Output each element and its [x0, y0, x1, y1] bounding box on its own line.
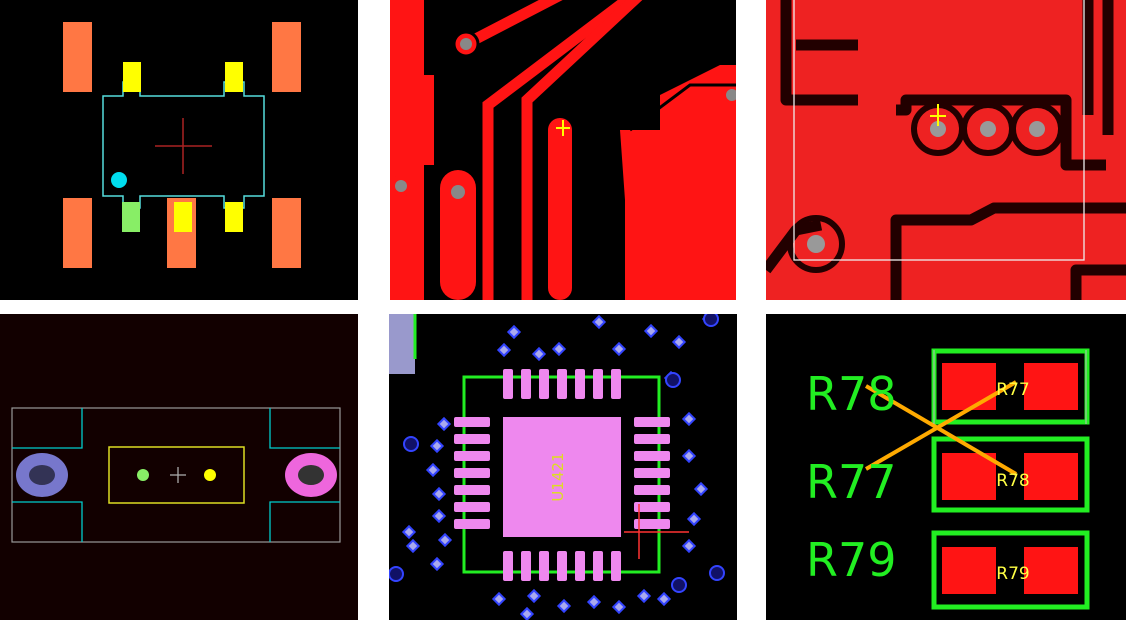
- qfn-pad-top: [575, 369, 585, 399]
- via: [405, 538, 421, 554]
- via: [656, 591, 672, 607]
- qfn-pad-top: [611, 369, 621, 399]
- via: [437, 532, 453, 548]
- via: [693, 481, 709, 497]
- qfn-pad-left: [454, 417, 490, 427]
- qfn-pad-bottom: [539, 551, 549, 581]
- qfn-pad-left: [454, 451, 490, 461]
- via: [611, 599, 627, 615]
- via: [551, 341, 567, 357]
- pad-label-r78: R78: [996, 471, 1029, 491]
- resistor-drawing: R78 R77 R79 R77 R78 R79: [806, 348, 1090, 610]
- via: [681, 411, 697, 427]
- via: [636, 588, 652, 604]
- pad-yellow-3: [174, 202, 192, 232]
- copper-pour-drawing: [766, 0, 1126, 300]
- pad-yellow-4: [225, 202, 243, 232]
- qfn-pad-right: [634, 417, 670, 427]
- pad-green-pin1: [122, 202, 140, 232]
- via: [556, 598, 572, 614]
- component-footprint-sot: [0, 0, 358, 300]
- qfn-pad-right: [634, 519, 670, 529]
- qfn-pad-bottom: [575, 551, 585, 581]
- via: [703, 314, 719, 327]
- resistor-silkscreen-swap: R78 R77 R79 R77 R78 R79: [766, 314, 1126, 620]
- qfn-pad-left: [454, 434, 490, 444]
- via: [496, 342, 512, 358]
- via: [431, 508, 447, 524]
- via: [686, 511, 702, 527]
- via: [643, 323, 659, 339]
- pad-label-r79: R79: [996, 564, 1029, 584]
- pad-orange-tl: [63, 22, 92, 92]
- via: [425, 462, 441, 478]
- resistor-outline-3: [931, 530, 1090, 610]
- via: [591, 314, 607, 330]
- silk-label-r79: R79: [806, 533, 897, 587]
- via: [429, 556, 445, 572]
- via: [681, 448, 697, 464]
- qfn-pad-left: [454, 519, 490, 529]
- slot-footprint-dark: [0, 314, 358, 620]
- qfn-pad-left: [454, 485, 490, 495]
- traces-drawing: [390, 0, 736, 300]
- pad-yellow-1: [123, 62, 141, 92]
- qfn-pad-bottom: [521, 551, 531, 581]
- qfn-pad-right: [634, 468, 670, 478]
- via: [431, 486, 447, 502]
- qfn-pad-top: [593, 369, 603, 399]
- via: [526, 588, 542, 604]
- pcb-red-traces: [390, 0, 736, 300]
- via: [671, 334, 687, 350]
- via: [611, 341, 627, 357]
- pcb-copper-pour-header: [766, 0, 1126, 300]
- via: [436, 416, 452, 432]
- via: [401, 524, 417, 540]
- via: [586, 594, 602, 610]
- qfn-drawing: U1421: [389, 314, 725, 620]
- via: [681, 538, 697, 554]
- qfn-pad-right: [634, 485, 670, 495]
- silk-label-r78: R78: [806, 367, 897, 421]
- corner-component: [389, 314, 415, 374]
- slot-footprint-drawing: [11, 407, 341, 543]
- qfn-pad-top: [539, 369, 549, 399]
- qfn-package-footprint: U1421: [389, 314, 737, 620]
- pad-orange-tr: [272, 22, 301, 92]
- pin1-marker: [111, 172, 127, 188]
- silk-label-r77: R77: [806, 455, 897, 509]
- qfn-pad-bottom: [503, 551, 513, 581]
- via: [429, 438, 445, 454]
- qfn-pad-bottom: [593, 551, 603, 581]
- qfn-pad-left: [454, 502, 490, 512]
- qfn-pad-top: [557, 369, 567, 399]
- via: [671, 577, 687, 593]
- via: [491, 591, 507, 607]
- via: [709, 565, 725, 581]
- via: [506, 324, 522, 340]
- qfn-pad-right: [634, 451, 670, 461]
- qfn-pad-bottom: [611, 551, 621, 581]
- qfn-pad-right: [634, 434, 670, 444]
- via: [665, 372, 681, 388]
- qfn-pad-top: [503, 369, 513, 399]
- pad-label-r77: R77: [996, 380, 1029, 400]
- via: [389, 566, 404, 582]
- qfn-pad-right: [634, 502, 670, 512]
- pad-orange-br: [272, 198, 301, 268]
- selection-outline: [793, 0, 1085, 261]
- qfn-pad-bottom: [557, 551, 567, 581]
- resistor-outline-2: [931, 436, 1090, 513]
- qfn-pad-left: [454, 468, 490, 478]
- qfn-pad-top: [521, 369, 531, 399]
- pad-yellow-2: [225, 62, 243, 92]
- via: [531, 346, 547, 362]
- pad-orange-bl: [63, 198, 92, 268]
- footprint-sot-drawing: [63, 22, 301, 268]
- qfn-ref-label: U1421: [549, 452, 567, 501]
- via: [519, 606, 535, 620]
- via: [403, 436, 419, 452]
- exposed-pad: [503, 417, 621, 537]
